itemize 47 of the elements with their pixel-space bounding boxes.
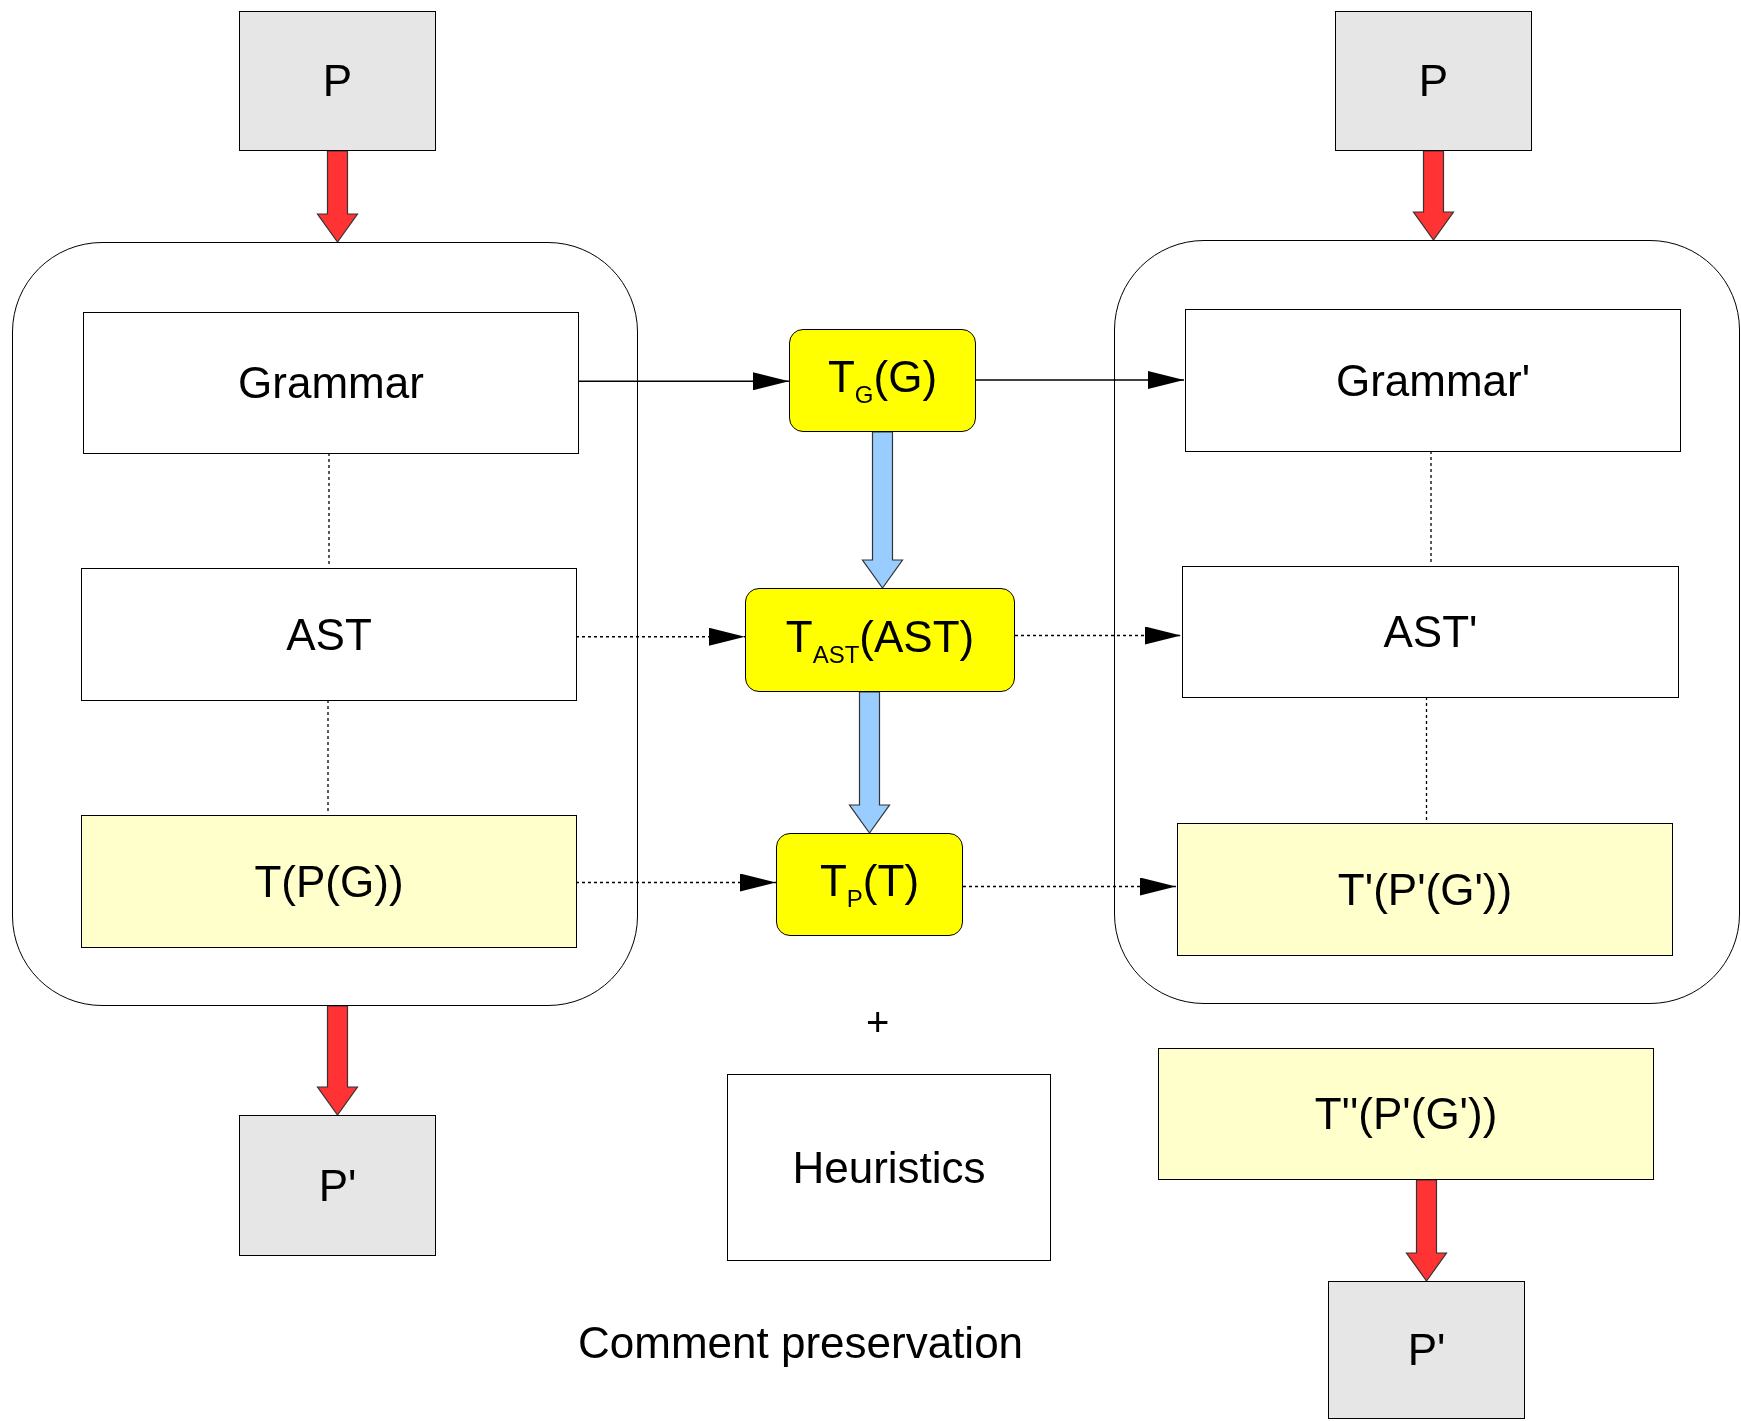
arrow — [962, 877, 1177, 896]
block-arrow — [1412, 150, 1455, 242]
arrow — [1014, 626, 1182, 645]
rounded-container — [12, 242, 638, 1006]
node-label: P — [1418, 56, 1449, 106]
node-label: T''(P'(G')) — [1314, 1089, 1498, 1139]
rounded-container — [1114, 240, 1740, 1004]
block-arrow — [316, 150, 359, 244]
node-label: P' — [1407, 1325, 1446, 1375]
node-label: P — [322, 56, 353, 106]
arrow — [575, 873, 777, 892]
process-box — [1185, 309, 1681, 452]
transform-box — [1158, 1048, 1654, 1180]
connector-line — [1425, 696, 1428, 823]
block-arrow — [1405, 1179, 1448, 1283]
process-box — [1182, 566, 1679, 698]
transform-box — [789, 329, 976, 432]
block-arrow — [861, 431, 904, 590]
transform-box — [745, 588, 1015, 692]
node-label: P' — [318, 1160, 357, 1211]
node-label: Grammar' — [1335, 355, 1531, 406]
program-box — [1335, 11, 1532, 151]
node-label: Heuristics — [792, 1142, 986, 1193]
node-label: AST' — [1383, 607, 1478, 657]
node-label: T$_{G}$(G) — [827, 352, 938, 409]
arrow — [577, 372, 790, 391]
program-box — [1328, 1281, 1525, 1419]
plus-sign: + — [866, 1000, 890, 1045]
transform-box — [776, 833, 963, 936]
process-box — [83, 312, 579, 454]
process-box — [727, 1074, 1051, 1261]
node-label: Grammar — [238, 358, 424, 408]
transform-box — [81, 815, 577, 948]
block-arrow — [848, 691, 891, 835]
node-label: T$_{P}$(T) — [819, 856, 920, 913]
program-box — [239, 1115, 436, 1256]
node-label: T$_{AST}$(AST) — [785, 611, 975, 669]
process-box — [81, 568, 577, 701]
node-label: T'(P'(G')) — [1337, 864, 1513, 915]
transform-box — [1177, 823, 1673, 956]
arrow — [575, 627, 746, 646]
arrow — [975, 371, 1185, 389]
block-arrow — [316, 1005, 359, 1117]
node-label: T(P(G)) — [254, 856, 404, 907]
node-label: AST — [286, 609, 372, 660]
note-text: Comment preservation — [578, 1318, 1024, 1368]
program-box — [239, 11, 436, 151]
